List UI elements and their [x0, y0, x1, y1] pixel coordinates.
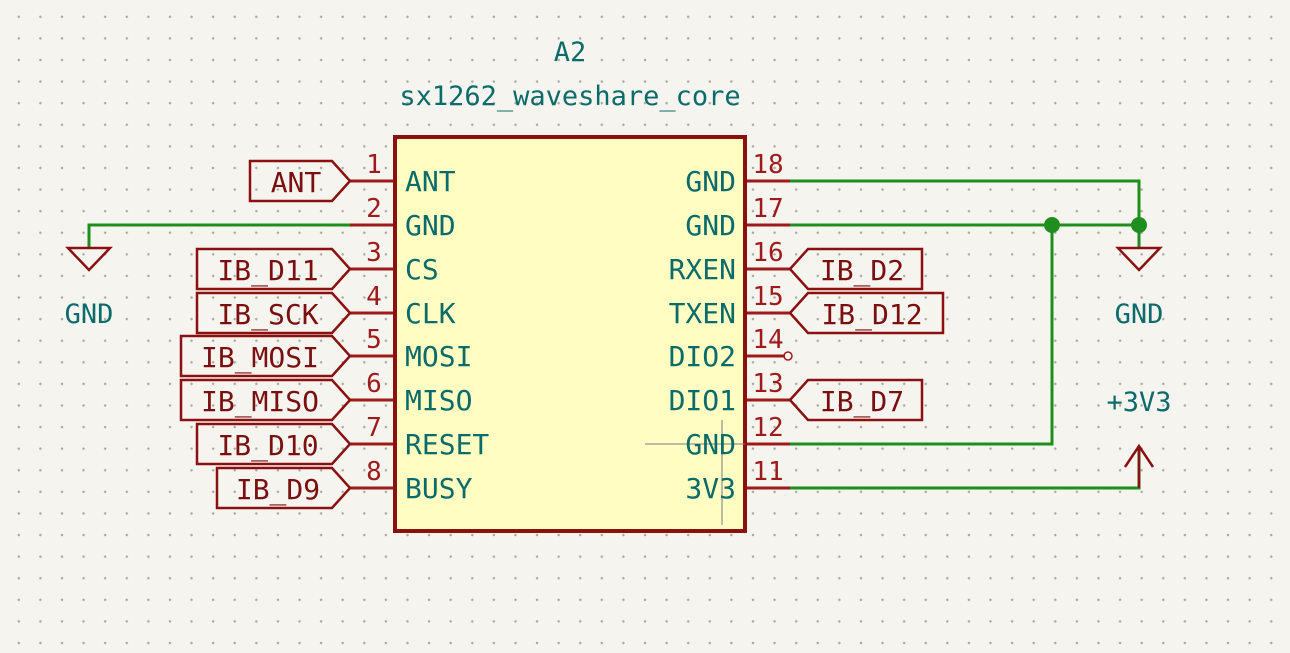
unconnected-pin-marker: [783, 351, 793, 361]
right-pin-lines: [745, 179, 790, 490]
global-label-ib-d10[interactable]: IB_D10: [195, 422, 352, 466]
pin-number-16: 16: [752, 238, 783, 268]
pin-number-4: 4: [366, 282, 382, 312]
pin-number-3: 3: [366, 238, 382, 268]
global-label-ib-sck[interactable]: IB_SCK: [195, 291, 352, 335]
global-label-ib-d2[interactable]: IB_D2: [788, 247, 924, 291]
global-label-ib-d12[interactable]: IB_D12: [788, 291, 945, 335]
global-label-ib-d9[interactable]: IB_D9: [215, 466, 352, 510]
pin-number-5: 5: [366, 325, 382, 355]
global-label-text: IB_MISO: [201, 385, 319, 419]
global-label-text: IB_D2: [820, 254, 904, 288]
pin-name-rxen: RXEN: [669, 253, 736, 286]
pin-name-gnd-2: GND: [405, 209, 456, 242]
wire-junction[interactable]: [1044, 217, 1060, 233]
global-label-ib-d11[interactable]: IB_D11: [195, 247, 352, 291]
pin-number-15: 15: [752, 282, 783, 312]
pin-name-3v3: 3V3: [685, 472, 736, 505]
pin-name-txen: TXEN: [669, 297, 736, 330]
power-3v3-label: +3V3: [1106, 387, 1171, 418]
pin-number-14: 14: [752, 325, 783, 355]
pin-name-busy: BUSY: [405, 472, 473, 505]
left-pin-lines: [350, 179, 395, 490]
global-label-text: IB_D7: [820, 385, 904, 419]
pin-name-mosi: MOSI: [405, 340, 472, 373]
pin-name-gnd-12: GND: [685, 428, 736, 461]
gnd-label-left: GND: [65, 299, 114, 330]
pin-number-11: 11: [752, 457, 783, 487]
pin-number-1: 1: [366, 150, 382, 180]
global-label-ib-mosi[interactable]: IB_MOSI: [179, 334, 352, 378]
power-3v3-symbol[interactable]: +3V3: [1106, 387, 1172, 488]
pin-name-reset: RESET: [405, 428, 489, 461]
global-label-text: IB_D12: [821, 298, 922, 332]
pin-number-8: 8: [366, 457, 382, 487]
pin-number-17: 17: [752, 194, 783, 224]
component-reference[interactable]: A2: [554, 37, 587, 68]
pin-name-gnd-17: GND: [685, 209, 736, 242]
global-label-ib-d7[interactable]: IB_D7: [788, 378, 924, 422]
pin-number-13: 13: [752, 369, 783, 399]
global-label-text: IB_D11: [217, 254, 318, 288]
global-label-text: IB_D10: [217, 429, 318, 463]
pin-number-2: 2: [366, 194, 382, 224]
global-label-text: IB_MOSI: [201, 341, 319, 375]
global-label-ant[interactable]: ANT: [248, 159, 352, 203]
global-label-text: ANT: [271, 166, 322, 199]
component-value[interactable]: sx1262_waveshare_core: [399, 81, 740, 112]
component-body[interactable]: [393, 135, 747, 533]
pin-number-12: 12: [752, 413, 783, 443]
global-label-text: IB_SCK: [217, 298, 318, 332]
pin-name-gnd-18: GND: [685, 165, 736, 198]
pin-name-dio1: DIO1: [669, 384, 736, 417]
gnd-symbol-right[interactable]: GND: [1115, 246, 1164, 330]
pin-number-18: 18: [752, 150, 783, 180]
pin-number-7: 7: [366, 413, 382, 443]
global-label-ib-miso[interactable]: IB_MISO: [179, 378, 352, 422]
gnd-label-right: GND: [1115, 299, 1164, 330]
pin-name-cs: CS: [405, 253, 439, 286]
pin-name-ant: ANT: [405, 165, 456, 198]
pin-name-clk: CLK: [405, 297, 456, 330]
pin-name-miso: MISO: [405, 384, 472, 417]
wire-junction[interactable]: [1131, 217, 1147, 233]
pin-number-6: 6: [366, 369, 382, 399]
gnd-symbol-left[interactable]: GND: [65, 246, 114, 330]
global-label-text: IB_D9: [236, 473, 320, 507]
pin-name-dio2: DIO2: [669, 340, 736, 373]
